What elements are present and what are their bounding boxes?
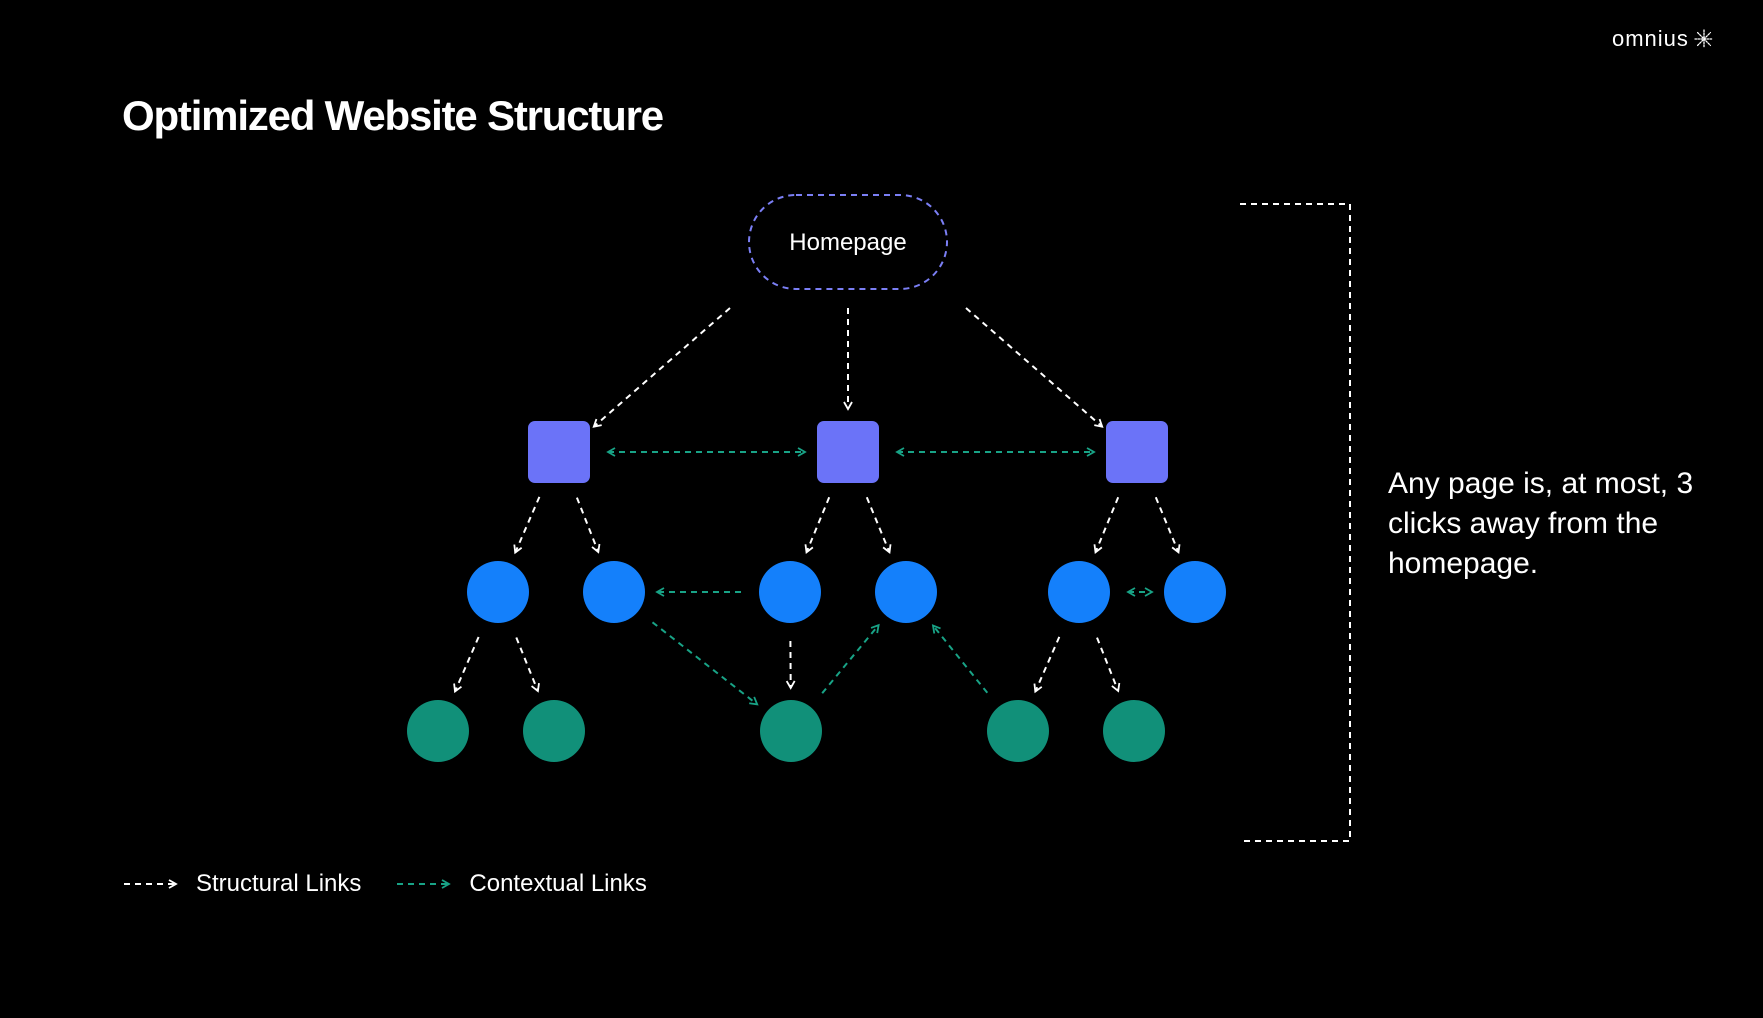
brand-logo: omnius [1612,26,1714,52]
contextual-link-s2-p3 [651,621,759,706]
structural-link-s5-p4 [1033,636,1061,694]
page-node-p5 [1103,700,1165,762]
structural-link-c2-s4 [865,496,892,554]
legend-contextual: Contextual Links [395,870,647,898]
homepage-label: Homepage [789,229,906,256]
page-node-p3 [760,700,822,762]
contextual-link-swatch [397,879,452,889]
category-node-c3 [1106,421,1168,483]
structural-link-s1-p1 [453,636,480,694]
legend-contextual-label: Contextual Links [469,870,647,897]
legend: Structural Links Contextual Links [122,870,681,898]
legend-structural-label: Structural Links [196,870,362,897]
structural-link-c3-s6 [1154,496,1181,554]
subcategory-node-s5 [1048,561,1110,623]
contextual-link-p4-s4 [931,624,989,694]
page-title: Optimized Website Structure [122,92,664,139]
legend-structural: Structural Links [122,870,361,898]
category-node-c1 [528,421,590,483]
subcategory-node-s1 [467,561,529,623]
structural-link-c2-s3 [804,496,831,554]
structural-link-s5-p5 [1096,637,1121,693]
category-node-c2 [817,421,879,483]
structural-link-c3-s5 [1093,496,1120,554]
sparkle-burst-icon [1694,29,1714,49]
structural-link-homepage-c3 [965,307,1104,428]
depth-bracket [1240,203,1351,842]
structural-link-homepage-c1 [592,307,731,428]
subcategory-node-s4 [875,561,937,623]
structural-link-c1-s2 [575,497,601,554]
subcategory-node-s3 [759,561,821,623]
page-node-p4 [987,700,1049,762]
page-node-p2 [523,700,585,762]
structural-link-s1-p2 [515,637,540,693]
brand-name: omnius [1612,26,1689,51]
homepage-node [748,194,948,290]
subcategory-node-s6 [1164,561,1226,623]
subcategory-node-s2 [583,561,645,623]
structural-link-swatch [124,879,178,889]
contextual-link-p3-s4 [821,623,880,694]
page-node-p1 [407,700,469,762]
depth-note: Any page is, at most, 3 clicks away from… [1388,467,1694,580]
structural-link-c1-s1 [513,496,541,555]
